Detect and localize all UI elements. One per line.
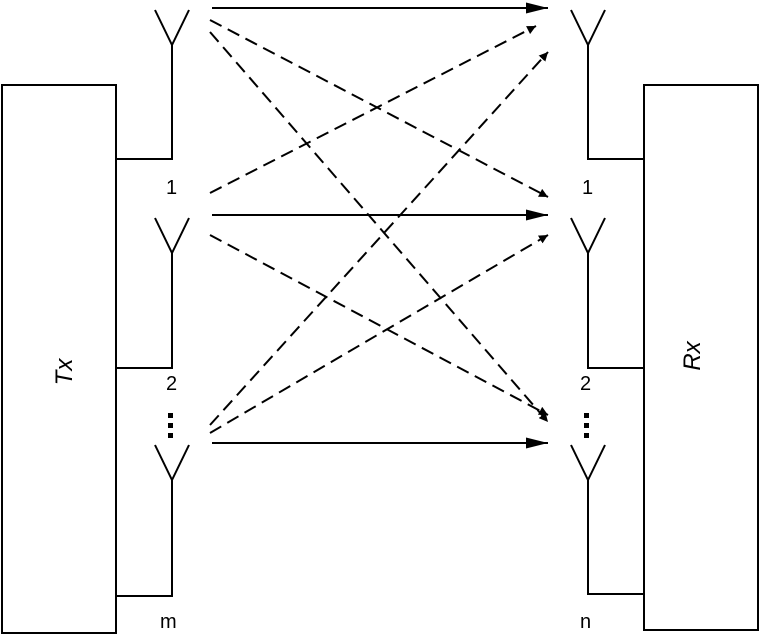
- receiver-label: Rx: [679, 340, 706, 370]
- link-1-n: [209, 31, 549, 423]
- link-m-1: [209, 51, 549, 426]
- link-1-2: [209, 19, 549, 198]
- rx-antenna-2-label: 2: [580, 373, 591, 395]
- rx-feed-1: [587, 45, 644, 160]
- tx-antenna-2-label: 2: [166, 373, 177, 395]
- transmitter-label: Tx: [51, 358, 78, 386]
- rx-ellipsis-icon: [584, 413, 589, 438]
- rx-antenna-1-icon: [570, 9, 606, 48]
- rx-feed-2: [587, 253, 644, 369]
- tx-antenna-m-label: m: [160, 611, 177, 633]
- receiver-box: [643, 84, 759, 631]
- tx-feed-1: [116, 45, 173, 160]
- rx-antenna-n-icon: [570, 444, 606, 483]
- tx-ellipsis-icon: [168, 413, 173, 438]
- tx-feed-2: [116, 253, 173, 369]
- link-m-2: [209, 234, 549, 434]
- rx-feed-n: [587, 480, 644, 595]
- rx-antenna-1-label: 1: [582, 177, 593, 199]
- link-2-1: [209, 25, 537, 194]
- link-2-n: [209, 234, 549, 416]
- tx-antenna-m-icon: [154, 444, 190, 483]
- tx-feed-m: [116, 480, 173, 597]
- rx-antenna-2-icon: [570, 217, 606, 256]
- transmitter-box: [1, 84, 117, 634]
- tx-antenna-2-icon: [154, 217, 190, 256]
- tx-antenna-1-icon: [154, 9, 190, 48]
- rx-antenna-n-label: n: [580, 611, 591, 633]
- tx-antenna-1-label: 1: [166, 177, 177, 199]
